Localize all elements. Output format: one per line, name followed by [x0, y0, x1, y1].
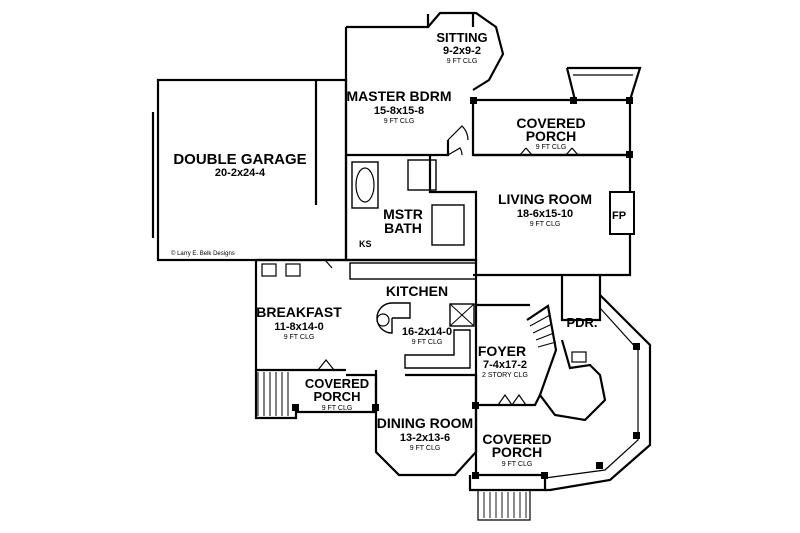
porch2-clg: 9 FT CLG: [322, 405, 353, 412]
sitting-bay-outline: [427, 11, 505, 91]
kitchen-dims: 16-2x14-0: [402, 326, 452, 338]
fireplace-label: FP: [612, 210, 626, 222]
sitting-clg: 9 FT CLG: [447, 58, 478, 65]
porch3-name-line2: PORCH: [492, 444, 543, 460]
foyer-outline: [474, 303, 541, 407]
column: [633, 432, 640, 439]
porch1-name-line1: COVERED: [516, 115, 585, 131]
kitchen-pantry: [449, 303, 475, 327]
columns: [292, 97, 640, 479]
garage-name: DOUBLE GARAGE: [173, 151, 306, 168]
column: [472, 402, 479, 409]
kitchen-sink: [376, 313, 390, 327]
column: [626, 151, 633, 158]
living-room-name: LIVING ROOM: [498, 191, 592, 207]
pdr-name: PDR.: [566, 315, 597, 330]
walls: [151, 11, 652, 521]
bath-shower: [431, 204, 465, 246]
kitchen-outline: [256, 258, 478, 377]
door-swing: [447, 147, 463, 156]
porch1-name-line2: PORCH: [526, 128, 577, 144]
column: [472, 472, 479, 479]
porch2-name-line1: COVERED: [305, 376, 369, 391]
porch2-name-line2: PORCH: [314, 389, 361, 404]
breakfast-appliance-1: [261, 263, 277, 277]
door-swing: [447, 125, 469, 141]
door-swing: [519, 147, 533, 156]
door-swing: [317, 359, 335, 371]
kitchen-name: KITCHEN: [386, 283, 448, 299]
porch1-clg: 9 FT CLG: [536, 144, 567, 151]
doors: [317, 125, 579, 406]
porch1-rail: [565, 66, 642, 101]
porch3-clg: 9 FT CLG: [502, 461, 533, 468]
column: [470, 97, 477, 104]
living-room-dims: 18-6x15-10: [517, 208, 573, 220]
breakfast-appliance-2: [285, 263, 301, 277]
bath-tub-basin: [355, 167, 375, 203]
master-bdrm-dims: 15-8x15-8: [374, 105, 424, 117]
room-labels: SITTING 9-2x9-2 9 FT CLG MASTER BDRM 15-…: [173, 30, 597, 468]
living-room-clg: 9 FT CLG: [530, 221, 561, 228]
fireplace: [609, 191, 635, 235]
column: [372, 404, 379, 411]
stair-treads: [529, 314, 557, 348]
pdr-fixture: [571, 351, 587, 363]
wraparound-porch-inner: [544, 307, 639, 479]
breakfast-name: BREAKFAST: [256, 304, 342, 320]
wraparound-porch-outer: [545, 294, 652, 492]
porch3-steps: [477, 490, 531, 521]
kitchen-clg: 9 FT CLG: [412, 339, 443, 346]
sitting-name: SITTING: [436, 30, 487, 45]
sitting-dims: 9-2x9-2: [443, 45, 481, 57]
porch3-outline: [468, 405, 547, 492]
porch2-steps: [257, 372, 289, 416]
ks-label: KS: [359, 239, 372, 249]
dining-room-clg: 9 FT CLG: [410, 445, 441, 452]
bath-closet: [407, 159, 437, 191]
dining-room-dims: 13-2x13-6: [400, 432, 450, 444]
kitchen-counter-top: [349, 262, 477, 280]
foyer-clg: 2 STORY CLG: [482, 372, 528, 379]
master-bdrm-name: MASTER BDRM: [347, 88, 452, 104]
mstr-bath-outline: [344, 155, 478, 262]
kitchen-island: [392, 302, 411, 319]
door-swing: [565, 147, 579, 156]
breakfast-dims: 11-8x14-0: [274, 321, 324, 333]
door-swing: [497, 393, 527, 406]
kitchen-island-curve: [376, 302, 393, 334]
garage-dims: 20-2x24-4: [215, 167, 266, 179]
designer-credit: © Larry E. Belk Designs: [171, 250, 235, 257]
mstr-bath-line2: BATH: [384, 220, 422, 236]
stair-outline: [526, 304, 607, 422]
pantry-x2: [449, 303, 475, 327]
bath-tub: [351, 161, 379, 209]
master-bdrm-clg: 9 FT CLG: [384, 118, 415, 125]
column: [570, 97, 577, 104]
mstr-bath-line1: MSTR: [383, 206, 423, 222]
porch3-steps-treads: [483, 492, 527, 518]
column: [626, 97, 633, 104]
column: [292, 404, 299, 411]
column: [541, 472, 548, 479]
breakfast-clg: 9 FT CLG: [284, 334, 315, 341]
kitchen-counter-right: [404, 329, 471, 369]
door-swing: [324, 259, 333, 269]
porch3-name-line1: COVERED: [482, 431, 551, 447]
column: [633, 343, 640, 350]
dining-room-name: DINING ROOM: [377, 415, 473, 431]
pdr-outline: [560, 275, 602, 322]
column: [596, 462, 603, 469]
foyer-name: FOYER: [478, 343, 526, 359]
foyer-dims: 7-4x17-2: [483, 359, 527, 371]
